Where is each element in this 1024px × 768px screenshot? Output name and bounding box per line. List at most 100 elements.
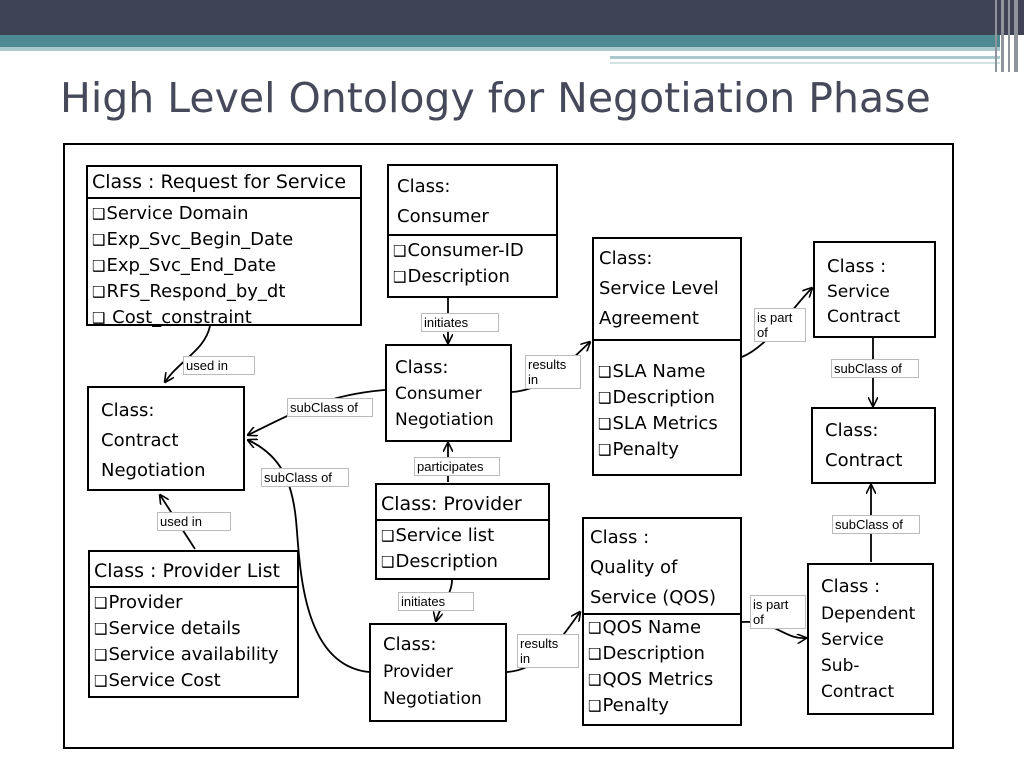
class-header: Class : Provider List bbox=[90, 552, 297, 588]
slide-accent-line bbox=[610, 56, 1000, 59]
class-provider-list: Class : Provider List Provider Service d… bbox=[88, 550, 299, 698]
attribute-item: Penalty bbox=[588, 693, 736, 719]
attribute-item: Exp_Svc_End_Date bbox=[92, 253, 356, 279]
attribute-list: Provider Service details Service availab… bbox=[90, 588, 297, 696]
class-header-line: Class: bbox=[395, 357, 449, 378]
class-header: Class : Quality of Service (QOS) bbox=[584, 519, 740, 615]
slide-accent-line-light bbox=[610, 62, 1000, 64]
attribute-item: Description bbox=[381, 549, 544, 575]
attribute-list: Consumer-ID Description bbox=[389, 236, 556, 292]
relation-label-initiates-provider: initiates bbox=[398, 592, 474, 611]
class-header-line: Contract bbox=[827, 307, 901, 327]
class-quality-of-service: Class : Quality of Service (QOS) QOS Nam… bbox=[582, 517, 742, 726]
relation-label-subclass-dependent: subClass of bbox=[832, 515, 920, 534]
class-header-line: Dependent bbox=[821, 604, 916, 624]
relation-label-used-in-rfs: used in bbox=[183, 356, 255, 375]
relation-label-used-in-provider-list: used in bbox=[157, 512, 231, 531]
relation-label-is-part-of-sla: is part of bbox=[754, 308, 806, 342]
attribute-item: Penalty bbox=[598, 437, 736, 463]
class-header: Class: Contract bbox=[813, 409, 934, 476]
attribute-item: SLA Metrics bbox=[598, 411, 736, 437]
relation-label-participates: participates bbox=[414, 457, 500, 476]
class-header-line: Quality of bbox=[590, 557, 678, 578]
class-header-line: Service (QOS) bbox=[590, 587, 717, 608]
class-header-line: Consumer bbox=[397, 206, 489, 227]
slide-accent-band-light bbox=[0, 47, 1000, 51]
class-request-for-service: Class : Request for Service Service Doma… bbox=[86, 165, 362, 328]
class-contract: Class: Contract bbox=[811, 407, 936, 484]
slide-top-bar bbox=[0, 0, 1024, 35]
attribute-list: SLA Name Description SLA Metrics Penalty bbox=[594, 341, 740, 465]
class-consumer: Class: Consumer Consumer-ID Description bbox=[387, 164, 558, 298]
class-header: Class : Dependent Service Sub- Contract bbox=[809, 565, 932, 705]
attribute-item: Description bbox=[588, 641, 736, 667]
relation-label-initiates-consumer: initiates bbox=[421, 313, 499, 332]
relation-label-line: is part bbox=[753, 597, 789, 612]
relation-label-is-part-of-qos: is part of bbox=[750, 595, 806, 629]
attribute-item: Service details bbox=[94, 616, 293, 642]
attribute-item: Service availability bbox=[94, 642, 293, 668]
class-header-line: Sub- bbox=[821, 656, 860, 676]
class-header: Class : Request for Service bbox=[88, 167, 360, 199]
attribute-item: Consumer-ID bbox=[393, 238, 552, 264]
attribute-item: Cost_constraint bbox=[92, 305, 356, 331]
attribute-item: Provider bbox=[94, 590, 293, 616]
class-header-line: Service Level bbox=[599, 278, 719, 299]
class-header-line: Contract bbox=[821, 682, 895, 702]
attribute-item: Description bbox=[393, 264, 552, 290]
class-header-line: Class : bbox=[590, 527, 650, 548]
attribute-item: Service Domain bbox=[92, 201, 356, 227]
slide-side-lines bbox=[993, 0, 1024, 72]
class-header-line: Agreement bbox=[599, 308, 699, 329]
class-header: Class: Provider Negotiation bbox=[371, 625, 505, 713]
class-header: Class: Provider bbox=[377, 485, 548, 521]
class-header-line: Negotiation bbox=[383, 689, 482, 709]
attribute-item: SLA Name bbox=[598, 359, 736, 385]
class-provider: Class: Provider Service list Description bbox=[375, 483, 550, 580]
attribute-list: Service Domain Exp_Svc_Begin_Date Exp_Sv… bbox=[88, 199, 360, 333]
class-service-contract: Class : Service Contract bbox=[813, 241, 936, 338]
class-header-line: Negotiation bbox=[101, 460, 206, 481]
class-service-level-agreement: Class: Service Level Agreement SLA Name … bbox=[592, 237, 742, 476]
relation-label-line: of bbox=[757, 325, 768, 340]
class-header: Class: Consumer Negotiation bbox=[387, 346, 510, 433]
relation-label-line: in bbox=[520, 651, 531, 666]
class-header-line: Negotiation bbox=[395, 410, 494, 430]
class-header-line: Class : bbox=[821, 576, 881, 597]
relation-label-subclass-consumer-neg: subClass of bbox=[287, 398, 373, 417]
attribute-item: Description bbox=[598, 385, 736, 411]
class-header-line: Class : bbox=[827, 256, 887, 277]
relation-label-line: is part bbox=[757, 310, 793, 325]
class-header-line: Provider bbox=[383, 662, 453, 682]
class-consumer-negotiation: Class: Consumer Negotiation bbox=[385, 344, 512, 442]
class-header-line: Class: bbox=[599, 248, 653, 269]
attribute-item: Service list bbox=[381, 523, 544, 549]
attribute-item: Service Cost bbox=[94, 668, 293, 694]
class-header: Class : Service Contract bbox=[815, 243, 934, 330]
class-dependent-service-sub-contract: Class : Dependent Service Sub- Contract bbox=[807, 563, 934, 715]
class-contract-negotiation: Class: Contract Negotiation bbox=[87, 386, 245, 491]
relation-label-subclass-provider-neg: subClass of bbox=[261, 468, 349, 487]
class-provider-negotiation: Class: Provider Negotiation bbox=[369, 623, 507, 722]
class-header-line: Consumer bbox=[395, 384, 482, 404]
attribute-item: QOS Metrics bbox=[588, 667, 736, 693]
slide-accent-band bbox=[0, 35, 1000, 47]
relation-label-line: of bbox=[753, 612, 764, 627]
class-header: Class: Service Level Agreement bbox=[594, 239, 740, 341]
relation-label-line: in bbox=[528, 372, 539, 387]
relation-label-line: results bbox=[528, 357, 567, 372]
relation-label-line: results bbox=[520, 636, 559, 651]
attribute-list: QOS Name Description QOS Metrics Penalty bbox=[584, 615, 740, 721]
class-header: Class: Consumer bbox=[389, 166, 556, 236]
relation-label-subclass-service-contract: subClass of bbox=[831, 359, 919, 378]
class-header-line: Class: bbox=[825, 420, 879, 441]
class-header-line: Service bbox=[821, 630, 884, 650]
slide-title: High Level Ontology for Negotiation Phas… bbox=[60, 74, 931, 122]
relation-label-results-in-sla: results in bbox=[525, 355, 581, 389]
class-header-line: Class: bbox=[101, 400, 155, 421]
class-header-line: Service bbox=[827, 282, 890, 302]
relation-label-results-in-qos: results in bbox=[517, 634, 579, 668]
class-header-line: Class: bbox=[383, 634, 437, 655]
class-header: Class: Contract Negotiation bbox=[89, 388, 243, 486]
class-header-line: Class: bbox=[397, 176, 451, 197]
